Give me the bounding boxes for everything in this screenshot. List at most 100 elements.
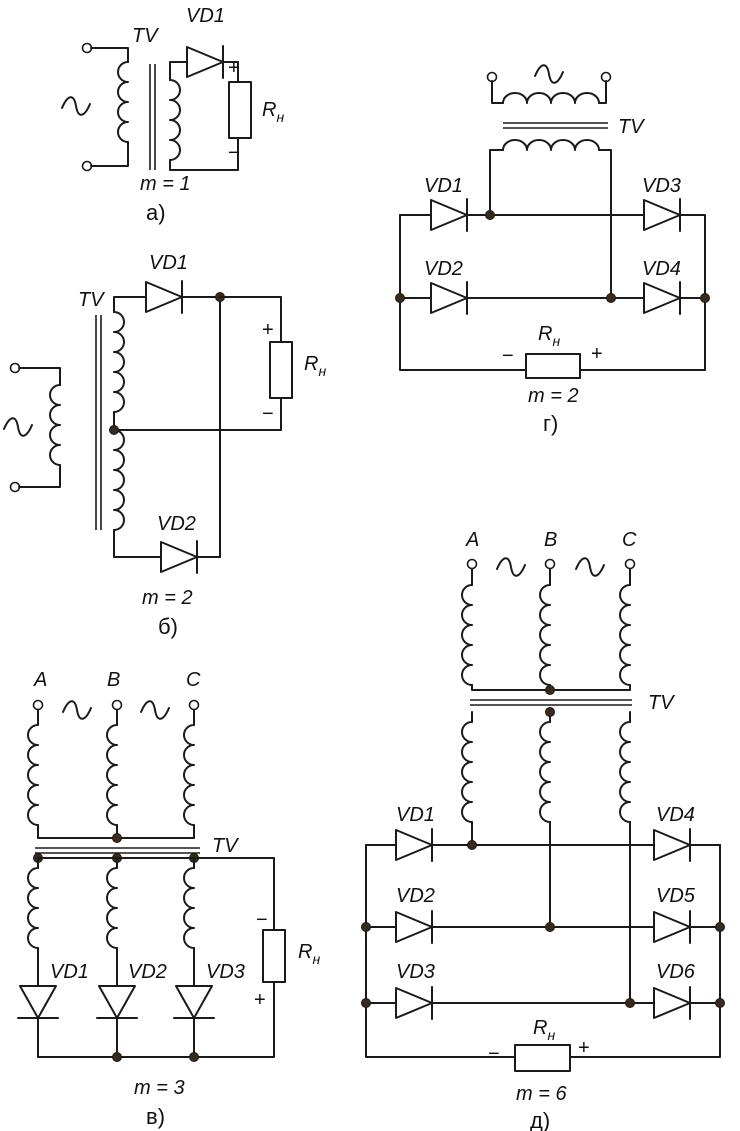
- junction-dot: [715, 922, 725, 932]
- load-label-main: R: [304, 353, 318, 375]
- secondary-winding: [502, 139, 600, 151]
- wire: [399, 214, 706, 299]
- load-label-main: R: [538, 323, 552, 345]
- panel-caption: д): [530, 1108, 550, 1131]
- secondary-winding: [461, 721, 473, 823]
- diode-label: VD4: [642, 258, 681, 280]
- plus-sign: +: [262, 319, 274, 341]
- primary-winding: [461, 584, 473, 686]
- load-resistor: [514, 1044, 571, 1072]
- wire: [598, 149, 612, 299]
- junction-dot: [361, 922, 371, 932]
- ac-source-symbol: [575, 557, 605, 577]
- diode-label: VD1: [50, 961, 89, 983]
- minus-sign: −: [228, 142, 240, 164]
- junction-dot: [189, 1052, 199, 1062]
- ac-source-symbol: [3, 417, 33, 437]
- load-label-subscript: н: [552, 333, 560, 349]
- wire: [18, 464, 61, 488]
- panel-caption: г): [543, 411, 558, 436]
- wire: [169, 61, 187, 81]
- diode-label: VD2: [424, 258, 463, 280]
- secondary-winding: [113, 311, 125, 413]
- input-terminal: [188, 699, 200, 711]
- plus-sign: +: [254, 989, 266, 1011]
- phase-label: A: [33, 669, 47, 691]
- ac-source-symbol: [534, 64, 564, 84]
- diode-label: VD3: [206, 961, 245, 983]
- wire: [169, 159, 239, 171]
- transformer-label: TV: [78, 289, 105, 311]
- primary-winding: [27, 724, 39, 826]
- wire: [222, 61, 239, 83]
- secondary-winding: [619, 721, 631, 823]
- diode-body: [430, 199, 468, 231]
- secondary-winding: [183, 867, 195, 949]
- primary-winding: [539, 584, 551, 686]
- primary-winding: [183, 724, 195, 826]
- junction-dot: [112, 1052, 122, 1062]
- diode-body: [643, 199, 681, 231]
- load-label: Rн: [533, 1017, 555, 1043]
- minus-sign: −: [262, 403, 274, 425]
- pulse-number: m = 2: [528, 385, 579, 407]
- load-resistor: [228, 81, 252, 139]
- junction-dot: [700, 293, 710, 303]
- panel-caption: а): [146, 200, 166, 225]
- junction-dot: [395, 293, 405, 303]
- wire: [399, 214, 706, 371]
- junction-dot: [715, 998, 725, 1008]
- wire: [113, 296, 146, 313]
- diode-body: [395, 911, 433, 943]
- pulse-number: m = 1: [140, 173, 191, 195]
- diode-label: VD1: [396, 804, 435, 826]
- wire: [37, 857, 275, 931]
- plus-sign: +: [591, 343, 603, 365]
- secondary-winding: [27, 867, 39, 949]
- input-terminal: [111, 699, 123, 711]
- diode-label: VD1: [186, 5, 225, 27]
- secondary-winding: [106, 867, 118, 949]
- input-terminal: [32, 699, 44, 711]
- primary-winding: [502, 92, 600, 104]
- load-label-main: R: [262, 99, 276, 121]
- wire: [18, 367, 61, 386]
- junction-dot: [545, 707, 555, 717]
- diode-body: [395, 987, 433, 1019]
- diode-label: VD6: [656, 961, 696, 983]
- load-resistor: [525, 353, 581, 379]
- wire: [113, 529, 161, 558]
- diode-body: [395, 829, 433, 861]
- diode-body: [430, 282, 468, 314]
- load-label-subscript: н: [312, 951, 320, 967]
- junction-dot: [109, 425, 119, 435]
- load-resistor: [269, 341, 293, 399]
- phase-label: B: [544, 529, 557, 551]
- diode-body: [145, 281, 183, 313]
- diode-body: [175, 985, 213, 1019]
- diode-body: [653, 987, 691, 1019]
- secondary-winding: [539, 721, 551, 823]
- load-label-main: R: [533, 1017, 547, 1039]
- junction-dot: [545, 922, 555, 932]
- pulse-number: m = 3: [134, 1077, 185, 1099]
- ac-source-symbol: [62, 700, 92, 720]
- diode-label: VD3: [396, 961, 435, 983]
- ac-source-symbol: [496, 557, 526, 577]
- phase-label: C: [622, 529, 637, 551]
- input-terminal: [624, 558, 636, 570]
- wire: [219, 296, 282, 343]
- transformer-label: TV: [648, 692, 675, 714]
- plus-sign: +: [578, 1037, 590, 1059]
- ac-source-symbol: [61, 96, 91, 116]
- load-label-subscript: н: [318, 363, 326, 379]
- wire: [90, 47, 129, 63]
- panel-caption: б): [158, 614, 178, 639]
- wire: [569, 844, 721, 1058]
- panel-caption: в): [146, 1104, 165, 1129]
- primary-winding: [619, 584, 631, 686]
- diode-label: VD3: [642, 175, 681, 197]
